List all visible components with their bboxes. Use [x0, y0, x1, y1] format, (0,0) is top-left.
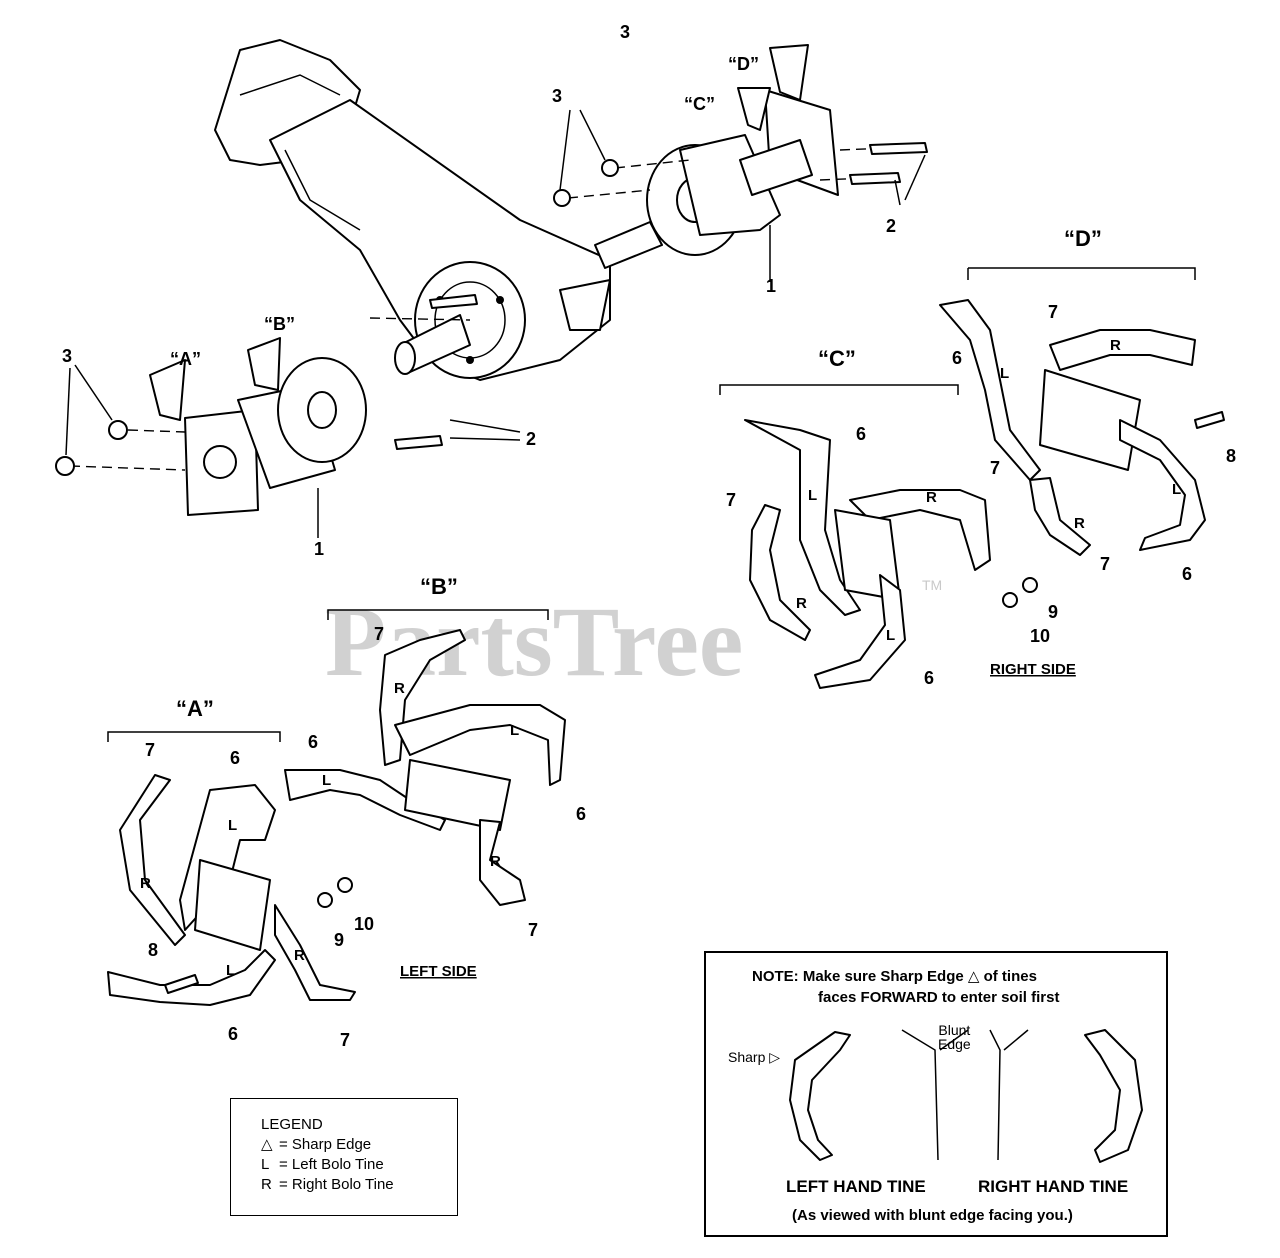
- legend-text: = Left Bolo Tine: [279, 1156, 384, 1173]
- viewed-note: (As viewed with blunt edge facing you.): [792, 1207, 1073, 1224]
- callout-1-top: 1: [766, 276, 776, 296]
- tine-letter-l: L: [228, 817, 237, 834]
- callout-7-d2: 7: [1100, 554, 1110, 574]
- blunt-line-2: Edge: [938, 1036, 971, 1052]
- callout-1-left: 1: [314, 539, 324, 559]
- tine-letter-r: R: [926, 489, 937, 506]
- transmission-housing: [214, 39, 663, 381]
- group-b-top: “B”: [264, 314, 295, 334]
- legend-title: LEGEND: [261, 1116, 323, 1133]
- tine-group-a: [107, 774, 356, 1006]
- page-number: 3: [620, 22, 630, 42]
- legend-item: L = Left Bolo Tine: [261, 1155, 457, 1175]
- group-a-top: “A”: [170, 349, 201, 369]
- legend-box: LEGEND △ = Sharp Edge L = Left Bolo Tine…: [230, 1098, 458, 1216]
- group-b-label: “B”: [420, 574, 458, 599]
- tine-letter-l: L: [322, 772, 331, 789]
- callout-7-a1: 7: [145, 740, 155, 760]
- group-c-label: “C”: [818, 346, 856, 371]
- group-d-label: “D”: [1064, 226, 1102, 251]
- callout-9-a: 9: [334, 930, 344, 950]
- tine-group-b: [284, 629, 566, 906]
- sharp-label: Sharp ▷: [728, 1049, 781, 1065]
- callout-10-c: 10: [1030, 626, 1050, 646]
- note-box: NOTE: Make sure Sharp Edge △ of tines fa…: [704, 951, 1168, 1237]
- callout-2-top: 2: [886, 216, 896, 236]
- note-line-1: NOTE: Make sure Sharp Edge △ of tines: [752, 968, 1037, 985]
- right-hand-tine-label: RIGHT HAND TINE: [978, 1177, 1129, 1196]
- group-c-top: “C”: [684, 94, 715, 114]
- tine-group-c: [744, 419, 1038, 689]
- tine-group-d: [939, 299, 1225, 556]
- callout-6-a2: 6: [228, 1024, 238, 1044]
- callout-2-left: 2: [526, 429, 536, 449]
- callout-6-c1: 6: [856, 424, 866, 444]
- sharp-edge-icon: △: [261, 1136, 273, 1153]
- callout-7-a2: 7: [340, 1030, 350, 1050]
- tine-letter-r: R: [140, 875, 151, 892]
- tine-letter-r: R: [294, 947, 305, 964]
- callout-7-b1: 7: [374, 624, 384, 644]
- group-d-top: “D”: [728, 54, 759, 74]
- legend-item: △ = Sharp Edge: [261, 1135, 457, 1155]
- callout-6-c2: 6: [924, 668, 934, 688]
- callout-8-a: 8: [148, 940, 158, 960]
- tine-letter-l: L: [808, 487, 817, 504]
- tine-letter-l: L: [1000, 365, 1009, 382]
- right-hub-assembly: [553, 89, 928, 282]
- callout-7-c1: 7: [726, 490, 736, 510]
- tine-letter-r: R: [796, 595, 807, 612]
- legend-symbol: R: [261, 1176, 272, 1193]
- tine-letter-r: R: [1110, 337, 1121, 354]
- tine-letter-l: L: [510, 722, 519, 739]
- callout-6-d1: 6: [952, 348, 962, 368]
- left-side-label: LEFT SIDE: [400, 963, 477, 980]
- legend-item: R = Right Bolo Tine: [261, 1175, 457, 1195]
- tine-letter-r: R: [394, 680, 405, 697]
- tine-letter-l: L: [226, 962, 235, 979]
- group-a-label: “A”: [176, 696, 214, 721]
- watermark-tm: TM: [922, 577, 942, 593]
- tine-letter-r: R: [490, 853, 501, 870]
- callout-6-b2: 6: [576, 804, 586, 824]
- callout-6-a1: 6: [230, 748, 240, 768]
- left-hub-assembly: [55, 44, 809, 538]
- callout-labels: 3 2 1 “D” “C” 3 2 1 “A” “B” “D” 6 7 8 7 …: [62, 54, 1236, 1050]
- tine-letter-r: R: [1074, 515, 1085, 532]
- callout-7-d1: 7: [1048, 302, 1058, 322]
- tine-letter-l: L: [1172, 481, 1181, 498]
- callout-9-c: 9: [1048, 602, 1058, 622]
- note-tine-drawings: [789, 1029, 1143, 1163]
- note-line-2: faces FORWARD to enter soil first: [818, 989, 1060, 1006]
- callout-3-left: 3: [62, 346, 72, 366]
- right-side-label: RIGHT SIDE: [990, 661, 1076, 678]
- group-brackets: [107, 267, 1196, 742]
- tine-letter-l: L: [886, 627, 895, 644]
- left-hand-tine-label: LEFT HAND TINE: [786, 1177, 926, 1196]
- callout-10-a: 10: [354, 914, 374, 934]
- callout-6-b1: 6: [308, 732, 318, 752]
- legend-symbol: L: [261, 1156, 270, 1173]
- callout-7-b2: 7: [528, 920, 538, 940]
- legend-text: = Right Bolo Tine: [279, 1176, 394, 1193]
- callout-7-c2: 7: [990, 458, 1000, 478]
- callout-8-d: 8: [1226, 446, 1236, 466]
- legend-text: = Sharp Edge: [279, 1136, 372, 1153]
- blunt-edge-label: Blunt Edge: [938, 1023, 971, 1051]
- callout-3-top: 3: [552, 86, 562, 106]
- callout-6-d2: 6: [1182, 564, 1192, 584]
- blunt-line-1: Blunt: [938, 1022, 971, 1038]
